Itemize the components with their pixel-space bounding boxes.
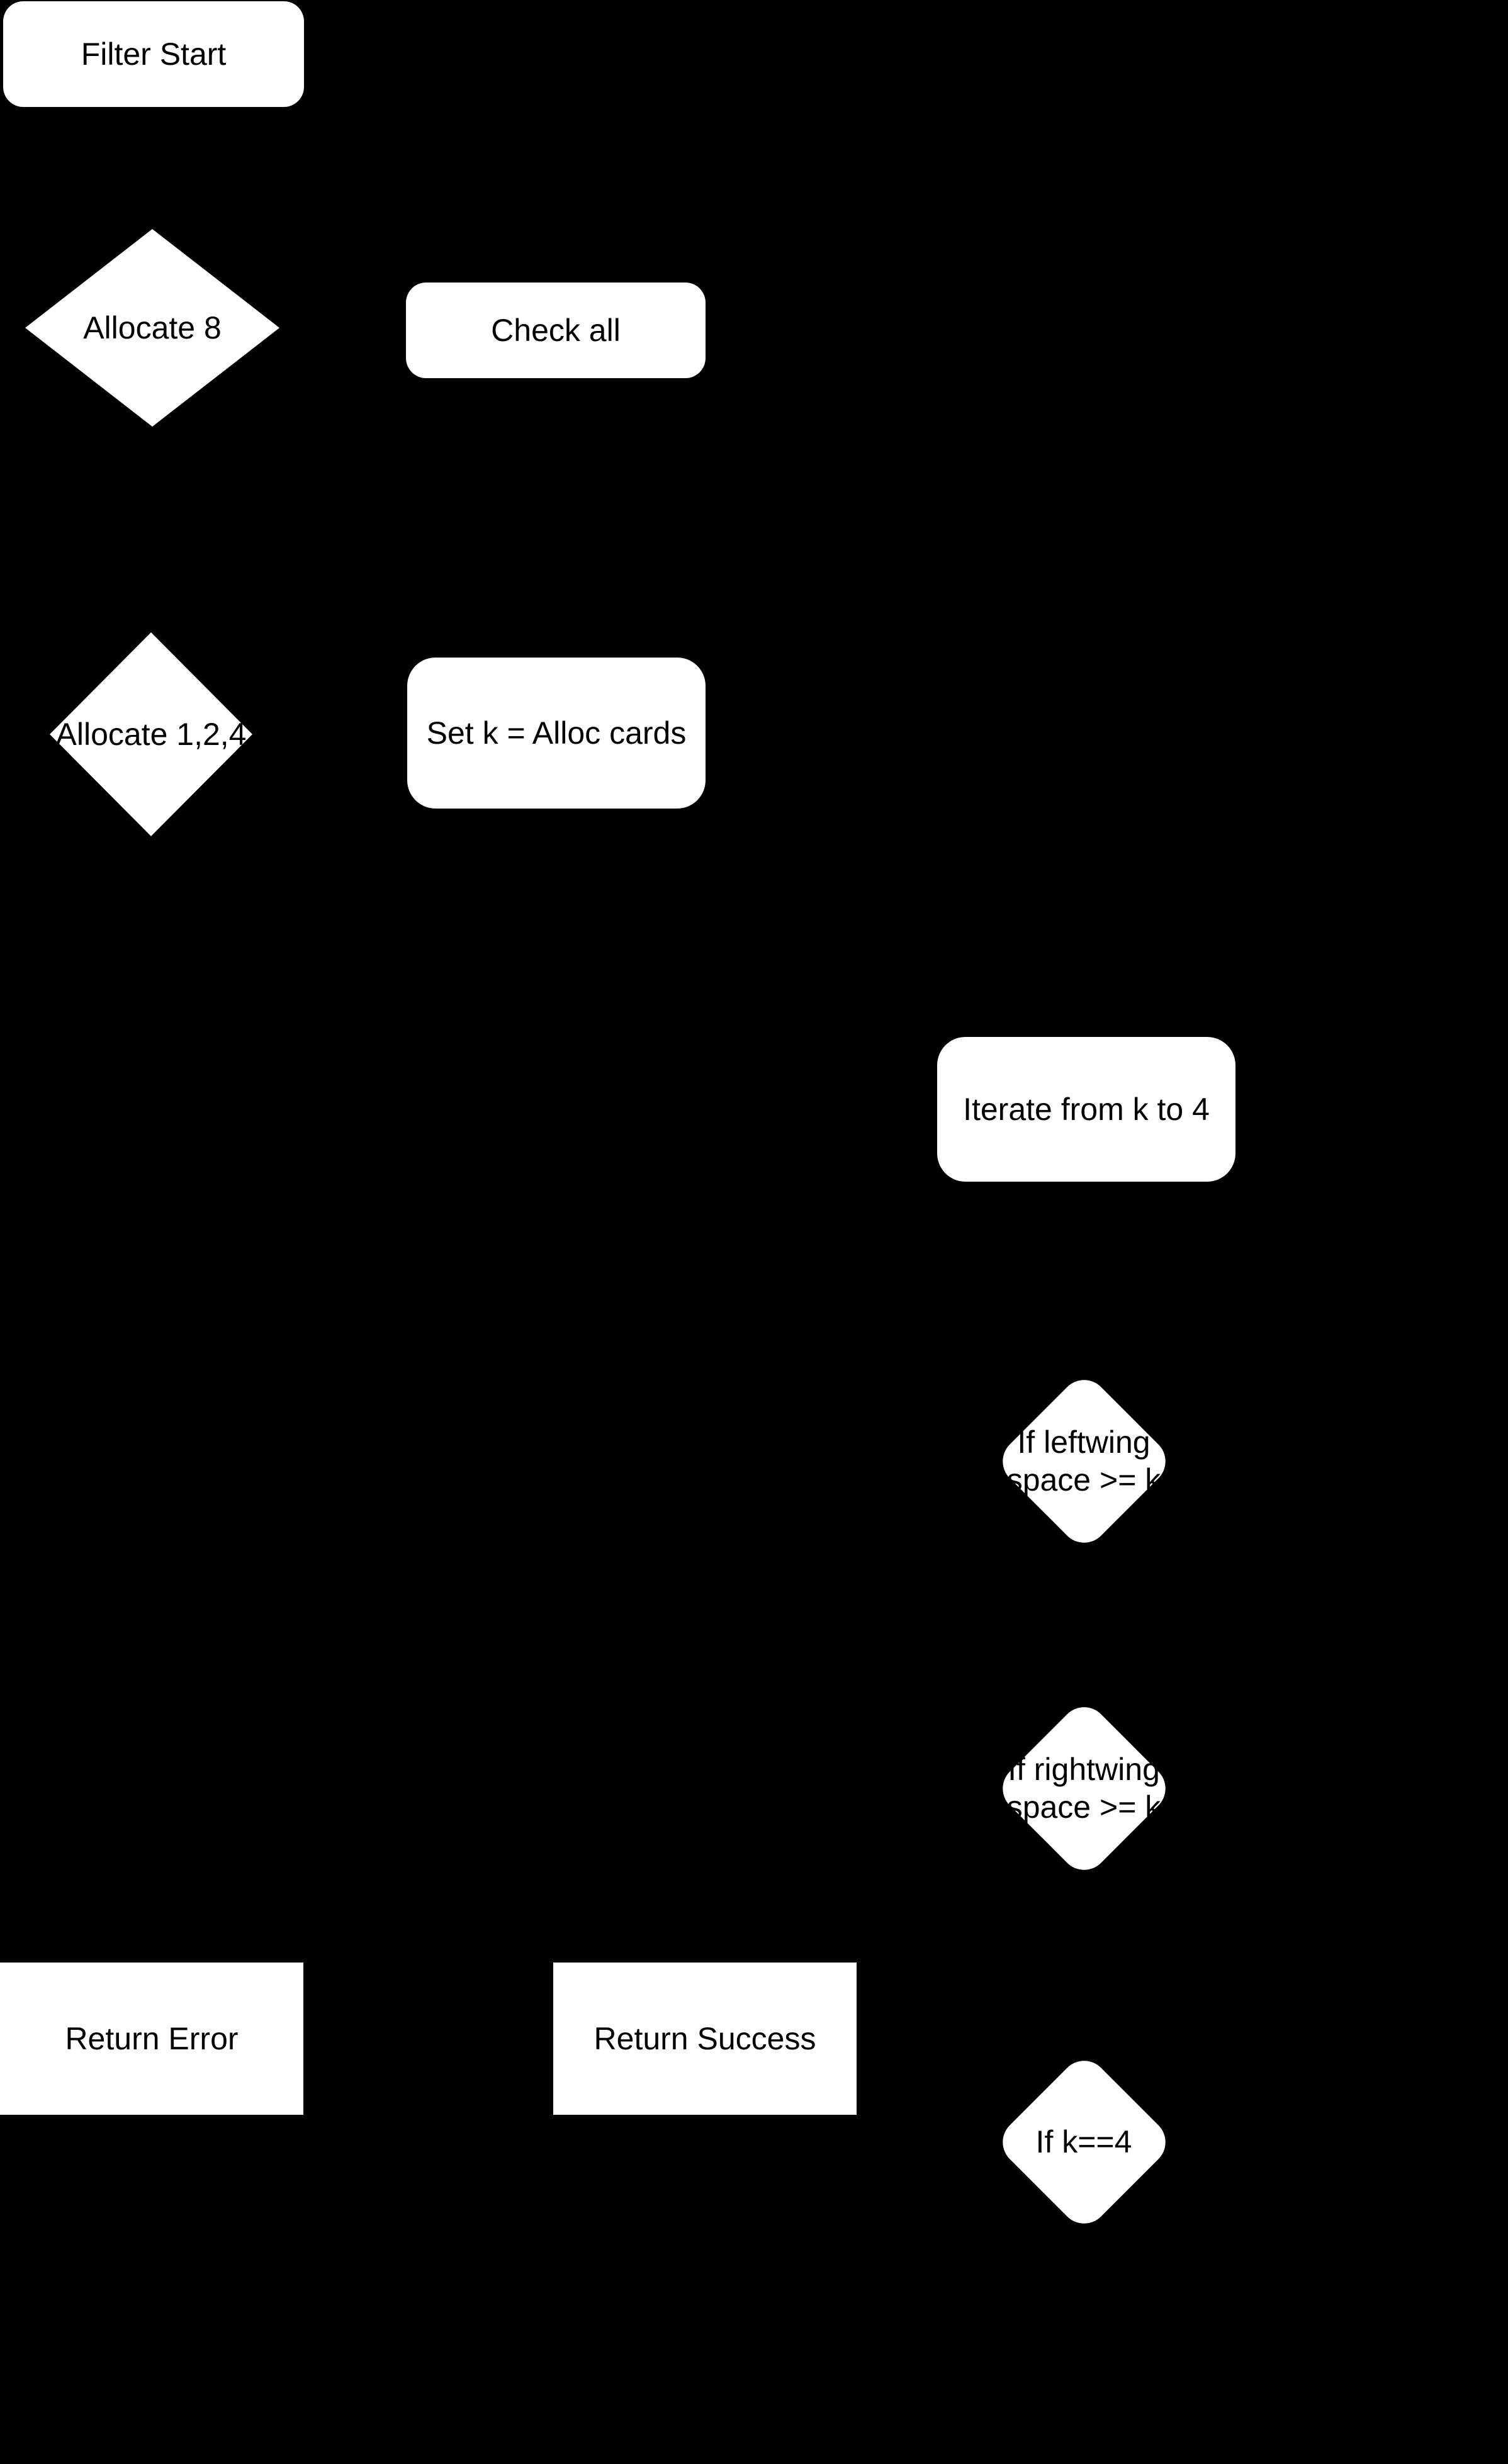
node-check-all: Check all	[406, 283, 706, 378]
node-allocate-124-diamond	[50, 632, 252, 836]
node-filter-start: Filter Start	[3, 1, 304, 107]
node-set-k: Set k = Alloc cards	[407, 658, 706, 809]
node-if-k-eq-4-diamond	[993, 2051, 1176, 2234]
node-return-error: Return Error	[0, 1963, 303, 2115]
node-return-error-label: Return Error	[65, 2021, 239, 2056]
node-filter-start-label: Filter Start	[81, 36, 227, 72]
node-iterate-k-to-4: Iterate from k to 4	[937, 1037, 1235, 1182]
node-if-leftwing-diamond	[993, 1370, 1176, 1553]
node-allocate-8-diamond	[25, 229, 279, 427]
node-check-all-label: Check all	[491, 313, 621, 348]
node-if-rightwing-diamond	[993, 1697, 1176, 1880]
node-iterate-k-to-4-label: Iterate from k to 4	[963, 1092, 1210, 1127]
node-set-k-label: Set k = Alloc cards	[426, 715, 687, 751]
node-return-success: Return Success	[553, 1963, 857, 2115]
node-return-success-label: Return Success	[594, 2021, 816, 2056]
